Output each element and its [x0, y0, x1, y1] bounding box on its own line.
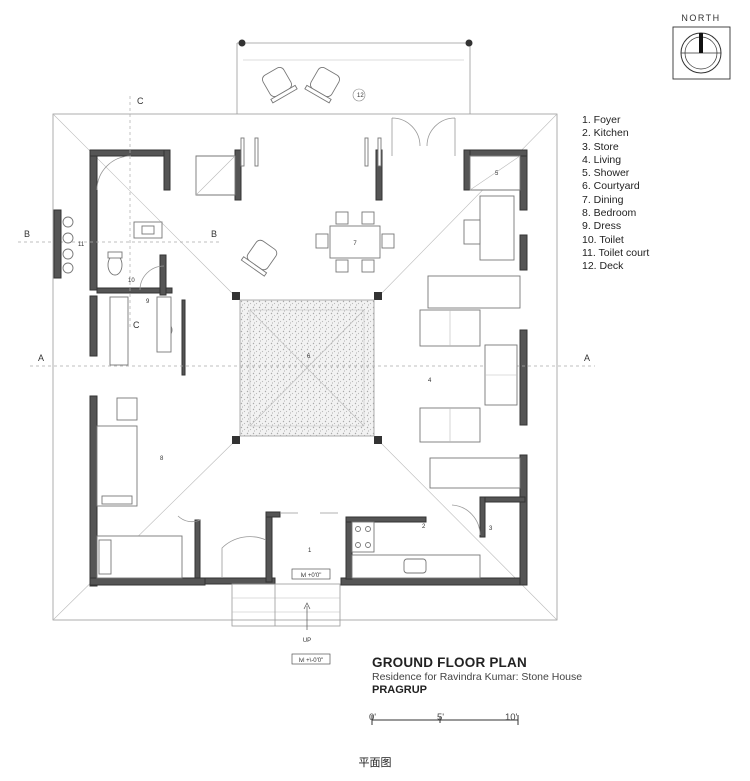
- legend-item: 2. Kitchen: [582, 127, 629, 140]
- corner-shelves: 5: [195, 155, 521, 196]
- title-block: GROUND FLOOR PLAN Residence for Ravindra…: [372, 655, 582, 696]
- room-legend: 1. Foyer 2. Kitchen 3. Store 4. Living 5…: [582, 114, 649, 274]
- room-tag-kitchen: 2: [422, 524, 426, 530]
- legend-item: 9. Dress: [582, 220, 622, 233]
- legend-item: 6. Courtyard: [582, 180, 640, 193]
- exterior-walls: [89, 149, 528, 587]
- legend-item: 4. Living: [582, 153, 622, 166]
- plan-title: GROUND FLOOR PLAN: [372, 655, 527, 670]
- kitchen: 2 3: [351, 521, 493, 579]
- roof-outline: [52, 113, 558, 621]
- toilet-court-railing: 11: [53, 209, 85, 279]
- section-marker-c-top: C: [137, 96, 144, 106]
- legend-item: 7. Dining: [582, 193, 624, 206]
- legend-item: 12. Deck: [582, 260, 624, 273]
- room-tag-living: 4: [428, 378, 432, 384]
- section-marker-a-right: A: [584, 353, 590, 363]
- legend-item: 3. Store: [582, 140, 619, 153]
- courtyard: [239, 299, 375, 437]
- dining-set: 7: [240, 211, 395, 277]
- room-tag-toilet-court: 11: [78, 242, 85, 248]
- scale-label-0: 0': [369, 712, 377, 723]
- compass-label: NORTH: [681, 13, 720, 23]
- plan-subtitle: Residence for Ravindra Kumar: Stone Hous…: [372, 671, 583, 683]
- bedroom-furniture: 8: [96, 397, 183, 579]
- toilet-fixtures: 10 9: [96, 155, 173, 366]
- section-marker-b-right: B: [211, 229, 217, 239]
- room-tag-shower: 5: [495, 171, 499, 177]
- section-marker-b-left: B: [24, 229, 30, 239]
- north-compass: NORTH: [672, 13, 731, 80]
- room-tag-bedroom: 8: [160, 456, 164, 462]
- legend-item: 1. Foyer: [582, 114, 621, 126]
- deck-post: [238, 39, 246, 47]
- living-furniture: 4 6: [307, 195, 521, 489]
- image-caption: 平面图: [358, 757, 392, 769]
- room-tag-store: 3: [489, 526, 493, 532]
- scale-label-5: 5': [437, 712, 445, 723]
- legend-item: 8. Bedroom: [582, 207, 637, 220]
- room-tag-deck: 12: [357, 93, 364, 99]
- firm-name: PRAGRUP: [372, 684, 428, 696]
- deck-chairs: 12: [261, 66, 366, 104]
- legend-item: 10. Toilet: [582, 233, 624, 246]
- scale-bar: [371, 715, 519, 725]
- foyer-level-mark: lvl +0'0": [301, 573, 322, 579]
- deck-post: [465, 39, 473, 47]
- room-tag-foyer: 1: [308, 548, 312, 554]
- section-marker-c-bottom: C: [133, 320, 140, 330]
- room-tag-toilet: 10: [128, 278, 135, 284]
- interior-walls: [96, 254, 526, 583]
- stair-up-label: UP: [303, 638, 311, 644]
- legend-item: 5. Shower: [582, 167, 630, 180]
- legend-item: 11. Toilet court: [582, 246, 650, 259]
- section-marker-a-left: A: [38, 353, 44, 363]
- entry-level-mark: lvl +\-0'0": [299, 658, 323, 664]
- doors: [177, 117, 481, 578]
- room-tag-dining: 7: [353, 241, 357, 247]
- foyer-entry: 1 lvl +0'0" UP lvl +\-0'0": [231, 548, 341, 665]
- deck-outline: [236, 39, 473, 114]
- courtyard-columns: [232, 292, 382, 444]
- room-tag-dress: 9: [146, 299, 150, 305]
- room-tag-courtyard: 6: [307, 354, 311, 360]
- scale-label-10: 10': [505, 712, 518, 723]
